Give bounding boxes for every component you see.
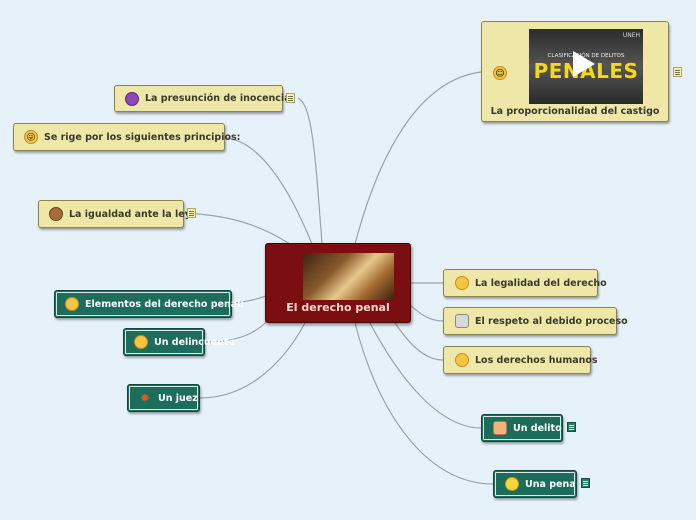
topic-label: La legalidad del derecho <box>475 277 607 289</box>
note-icon[interactable] <box>286 93 295 103</box>
thumbs-up-icon <box>493 421 507 435</box>
topic-label: Elementos del derecho penal: <box>85 298 245 310</box>
play-icon[interactable] <box>573 51 595 77</box>
grinning-face-icon <box>455 276 469 290</box>
note-icon[interactable] <box>187 208 196 218</box>
hushed-face-icon <box>134 335 148 349</box>
devil-face-icon <box>125 91 139 106</box>
topic-presuncion[interactable]: La presunción de inocencia <box>114 85 291 112</box>
topic-label: El respeto al debido proceso <box>475 315 628 327</box>
central-topic[interactable]: El derecho penal <box>265 243 411 323</box>
topic-delito[interactable]: Un delito <box>481 414 563 442</box>
topic-label: Un delito <box>513 422 562 434</box>
monkey-face-icon <box>49 207 63 221</box>
light-bulb-icon <box>505 477 519 491</box>
video-logo: UNEH <box>622 32 640 39</box>
heart-eyes-face-icon <box>65 297 79 311</box>
topic-derechos-humanos[interactable]: Los derechos humanos <box>443 346 598 374</box>
topic-title: La proporcionalidad del castigo <box>490 106 660 117</box>
note-icon[interactable] <box>581 478 590 488</box>
topic-label: La presunción de inocencia <box>145 93 291 104</box>
topic-elementos[interactable]: Elementos del derecho penal: <box>54 290 244 318</box>
topic-label: Un juez <box>158 392 198 404</box>
tongue-face-icon: 😜 <box>24 130 38 144</box>
topic-label: Un delincuente <box>154 336 235 348</box>
smiling-face-icon <box>455 353 469 367</box>
balance-icon <box>455 314 469 328</box>
topic-juez[interactable]: ✸ Un juez <box>127 384 200 412</box>
halo-face-icon: ☺ <box>493 66 507 80</box>
topic-label: La igualdad ante la ley <box>69 208 191 220</box>
topic-legalidad[interactable]: La legalidad del derecho <box>443 269 607 297</box>
explosion-icon: ✸ <box>139 391 151 405</box>
topic-label: Se rige por los siguientes principios: <box>44 131 241 143</box>
note-icon[interactable] <box>567 422 576 432</box>
note-icon[interactable] <box>673 67 682 77</box>
topic-principios[interactable]: 😜 Se rige por los siguientes principios: <box>13 123 240 151</box>
topic-label: Los derechos humanos <box>475 354 598 366</box>
topic-debido-proceso[interactable]: El respeto al debido proceso <box>443 307 628 335</box>
topic-proporcionalidad[interactable]: ☺ UNEH CLASIFICACIÓN DE DELITOS PENALES … <box>481 21 669 122</box>
gavel-book-image <box>303 253 394 300</box>
video-thumbnail[interactable]: UNEH CLASIFICACIÓN DE DELITOS PENALES <box>529 29 643 104</box>
topic-delincuente[interactable]: Un delincuente <box>123 328 235 356</box>
topic-igualdad[interactable]: La igualdad ante la ley <box>38 200 191 228</box>
topic-pena[interactable]: Una pena <box>493 470 577 498</box>
topic-label: Una pena <box>525 478 576 490</box>
central-topic-title: El derecho penal <box>286 301 390 314</box>
